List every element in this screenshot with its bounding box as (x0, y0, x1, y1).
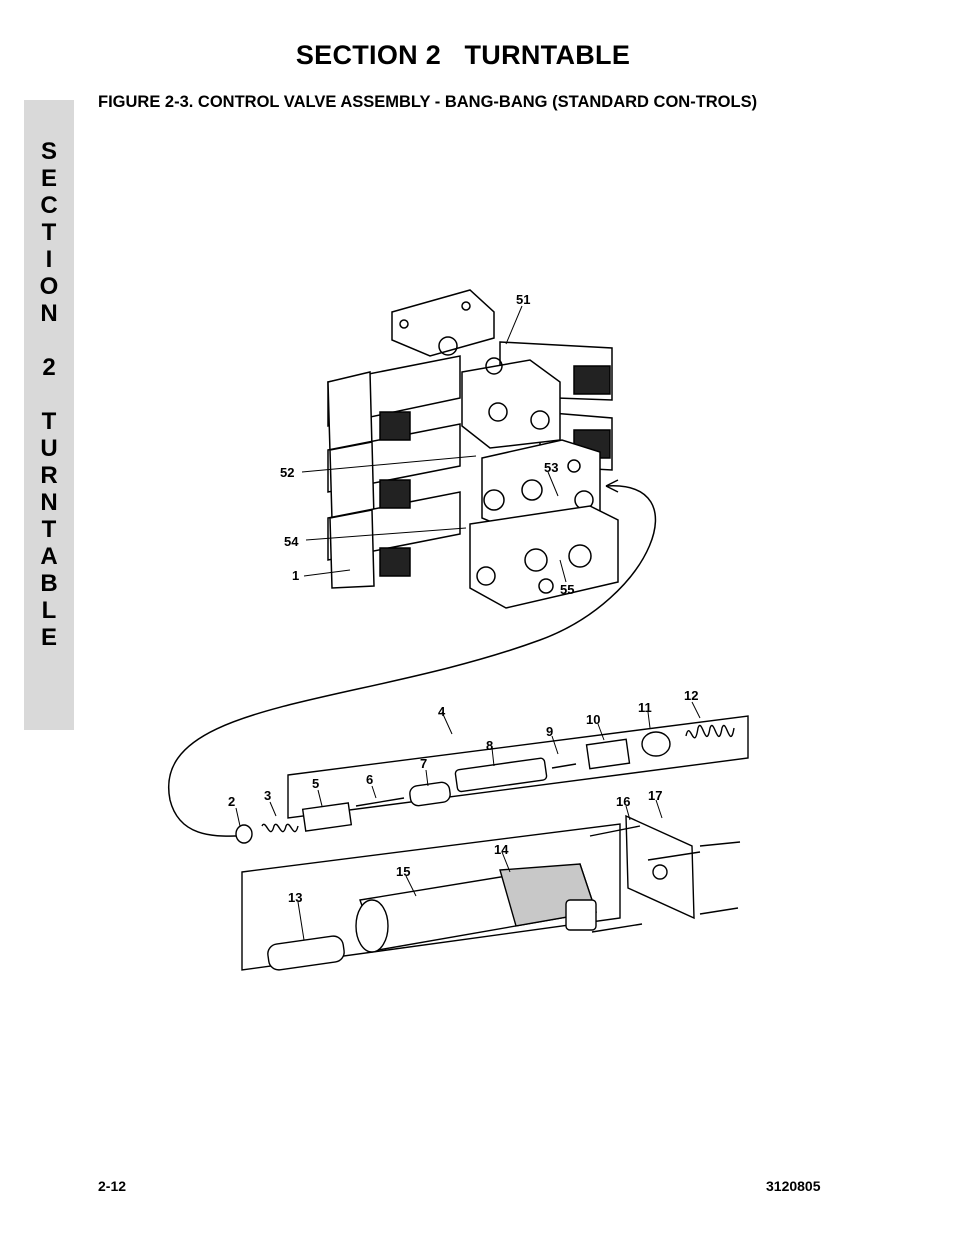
section-title: SECTION 2 TURNTABLE (295, 40, 631, 70)
callout-label: 6 (366, 772, 373, 787)
callout-label: 16 (616, 794, 630, 809)
callout-label: 14 (494, 842, 509, 857)
side-tab-letter: B (40, 570, 58, 597)
callout-label: 10 (586, 712, 600, 727)
callout-label: 12 (684, 688, 698, 703)
callout-label: 17 (648, 788, 662, 803)
side-tab-letter: C (40, 192, 58, 219)
side-tab-letter: A (40, 543, 58, 570)
side-tab-letter: E (40, 624, 57, 651)
side-tab-letter: N (40, 489, 58, 516)
side-tab-letter: R (40, 462, 58, 489)
callout-label: 53 (544, 460, 558, 475)
side-tab-letter: T (41, 516, 57, 543)
figure-caption: FIGURE 2-3. CONTROL VALVE ASSEMBLY - BAN… (98, 93, 758, 111)
side-tab-letter: L (41, 597, 57, 624)
side-tab-letter: 2 (42, 354, 56, 381)
side-tab-letter: T (41, 408, 57, 435)
side-tab-letter: S (40, 138, 57, 165)
callout-label: 54 (284, 534, 299, 549)
callout-label: 9 (546, 724, 553, 739)
callout-label: 51 (516, 292, 530, 307)
callout-label: 8 (486, 738, 493, 753)
side-tab-letter: I (45, 246, 53, 273)
callout-label: 3 (264, 788, 271, 803)
side-tab-letter: O (39, 273, 59, 300)
callout-label: 2 (228, 794, 235, 809)
callout-labels: 51 52 53 54 1 55 4 8 9 10 11 12 7 6 5 3 … (228, 292, 698, 905)
side-tab-letter: U (40, 435, 58, 462)
callout-label: 52 (280, 465, 294, 480)
side-tab-letter: E (40, 165, 57, 192)
side-tab-letter: N (40, 300, 58, 327)
exploded-view (235, 715, 749, 971)
callout-label: 11 (638, 700, 652, 715)
callout-label: 13 (288, 890, 302, 905)
upper-valve-assembly (167, 289, 657, 837)
document-number: 3120805 (766, 1178, 821, 1194)
callout-label: 7 (420, 756, 427, 771)
callout-leaders (235, 305, 701, 941)
callout-label: 5 (312, 776, 319, 791)
callout-label: 55 (560, 582, 574, 597)
page-number: 2-12 (98, 1178, 127, 1194)
callout-label: 15 (396, 864, 410, 879)
side-tab-letter: T (41, 219, 57, 246)
callout-label: 1 (292, 568, 299, 583)
callout-label: 4 (438, 704, 446, 719)
